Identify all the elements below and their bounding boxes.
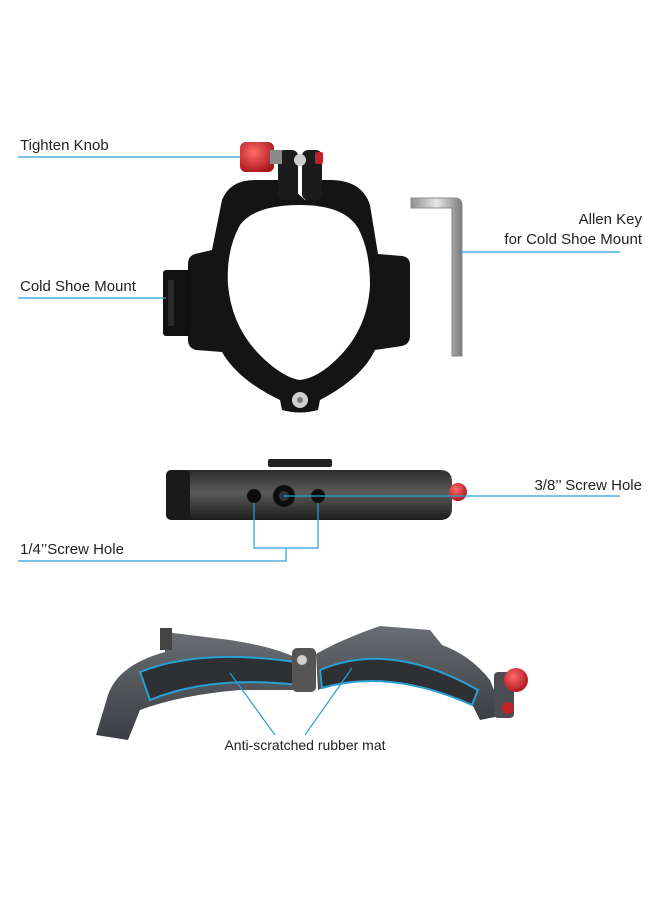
- mount-ring-front-view: [163, 142, 410, 413]
- knob-end-cap: [315, 152, 323, 164]
- cold-shoe-slot: [168, 280, 174, 326]
- mount-ring-body: [188, 180, 410, 413]
- mount-ring-side-view: [166, 459, 467, 520]
- callout-rubber-mat: [229, 667, 353, 736]
- side-hinge-block: [166, 470, 190, 520]
- tighten-knob-icon: [240, 142, 274, 172]
- hinge-pin: [294, 154, 306, 166]
- knob-screw: [270, 150, 282, 164]
- label-allen-key-line1: Allen Key: [578, 211, 642, 228]
- side-body: [166, 470, 452, 520]
- arm-cold-shoe: [160, 628, 172, 650]
- rubber-mat-right: [318, 657, 480, 707]
- label-allen-key-line2: for Cold Shoe Mount: [504, 231, 642, 248]
- label-screw-hole-38: 3/8’’ Screw Hole: [534, 477, 642, 494]
- hinge-tab-left: [278, 150, 298, 200]
- callout-lines: [18, 156, 620, 736]
- label-rubber-mat: Anti-scratched rubber mat: [224, 737, 386, 753]
- bottom-screw-hex: [297, 397, 303, 403]
- label-cold-shoe-mount: Cold Shoe Mount: [20, 278, 136, 295]
- rubber-mat-left: [138, 655, 300, 702]
- allen-key-icon: [410, 197, 463, 357]
- arm-hinge: [292, 648, 316, 692]
- cold-shoe-icon: [163, 270, 191, 336]
- arm-hinge-pin: [297, 655, 307, 665]
- callout-screw-14: [18, 503, 319, 562]
- label-screw-hole-14: 1/4’’Screw Hole: [20, 541, 124, 558]
- arm-knob-icon: [504, 668, 528, 692]
- side-top-lip: [268, 459, 332, 467]
- screw-hole-14-left: [247, 489, 261, 503]
- arm-knob-small: [502, 702, 514, 714]
- side-knob-icon: [449, 483, 467, 501]
- label-tighten-knob: Tighten Knob: [20, 137, 109, 154]
- mount-arm-open-view: [96, 626, 528, 740]
